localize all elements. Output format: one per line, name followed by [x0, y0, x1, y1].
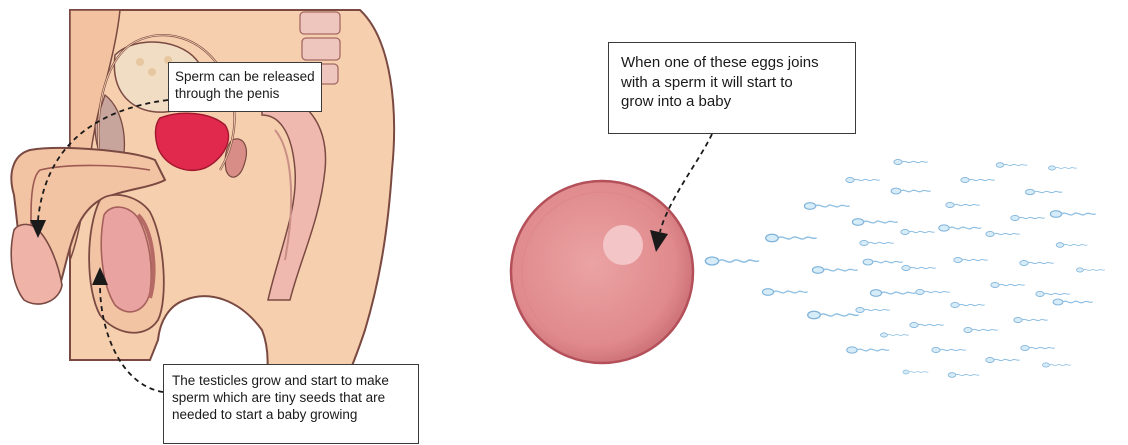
callout-line: The testicles grow and start to make — [172, 373, 410, 390]
sperm-cell-icon — [1050, 211, 1095, 218]
sperm-cell-icon — [903, 370, 928, 374]
sperm-cell-icon — [891, 188, 930, 194]
sperm-cell-icon — [986, 231, 1020, 236]
callout-sperm-release: Sperm can be released through the penis — [168, 62, 322, 112]
sperm-cell-icon — [812, 267, 857, 274]
sperm-cell-icon — [946, 202, 980, 207]
sperm-cell-icon — [1043, 363, 1071, 367]
sperm-cell-icon — [1011, 215, 1045, 220]
sperm-cell-icon — [910, 322, 944, 327]
sperm-cell-icon — [961, 177, 995, 182]
sperm-cell-icon — [762, 289, 807, 296]
callout-line: When one of these eggs joins — [621, 53, 843, 73]
callout-line: Sperm can be released — [175, 69, 315, 86]
sperm-cell-icon — [860, 240, 894, 245]
sperm-cell-icon — [881, 333, 909, 337]
callout-line: grow into a baby — [621, 92, 843, 112]
callout-line: through the penis — [175, 86, 315, 103]
sperm-cell-icon — [1056, 243, 1087, 248]
sperm-cell-icon — [986, 357, 1020, 362]
sperm-cell-icon — [766, 234, 816, 242]
sperm-cell-icon — [894, 159, 928, 164]
sperm-cell-icon — [916, 289, 950, 294]
callout-testicles: The testicles grow and start to make spe… — [163, 364, 419, 444]
sperm-cell-icon — [852, 219, 897, 226]
callout-line: needed to start a baby growing — [172, 407, 410, 424]
sperm-cell-icon — [847, 347, 889, 353]
sperm-swarm — [705, 159, 1104, 377]
sperm-cell-icon — [870, 290, 915, 297]
sperm-cell-icon — [1036, 291, 1070, 296]
sperm-cell-icon — [804, 203, 849, 210]
sperm-cell-icon — [901, 229, 935, 234]
sperm-cell-icon — [1053, 299, 1092, 305]
sperm-cell-icon — [705, 257, 758, 265]
sperm-cell-icon — [846, 177, 880, 182]
sperm-cell-icon — [1049, 166, 1077, 170]
sperm-cell-icon — [939, 225, 981, 231]
sperm-cell-icon — [1020, 260, 1054, 265]
sperm-cell-icon — [902, 265, 936, 270]
sperm-cell-icon — [932, 347, 966, 352]
sperm-cell-icon — [948, 373, 979, 378]
sperm-cell-icon — [856, 307, 890, 312]
sperm-cell-icon — [996, 163, 1027, 168]
callout-line: sperm which are tiny seeds that are — [172, 390, 410, 407]
sperm-cell-icon — [1014, 317, 1048, 322]
sperm-cell-icon — [863, 259, 902, 265]
sperm-cell-icon — [1077, 268, 1105, 272]
sperm-cell-icon — [808, 311, 858, 319]
sperm-cell-icon — [964, 327, 998, 332]
sperm-cell-icon — [1021, 345, 1055, 350]
sperm-cell-icon — [1025, 189, 1061, 194]
sperm-cell-icon — [991, 282, 1025, 287]
sperm-cell-icon — [954, 257, 988, 262]
egg-cell-icon — [511, 181, 693, 363]
sperm-cell-icon — [951, 302, 985, 307]
callout-line: with a sperm it will start to — [621, 73, 843, 93]
callout-egg: When one of these eggs joins with a sper… — [608, 42, 856, 134]
